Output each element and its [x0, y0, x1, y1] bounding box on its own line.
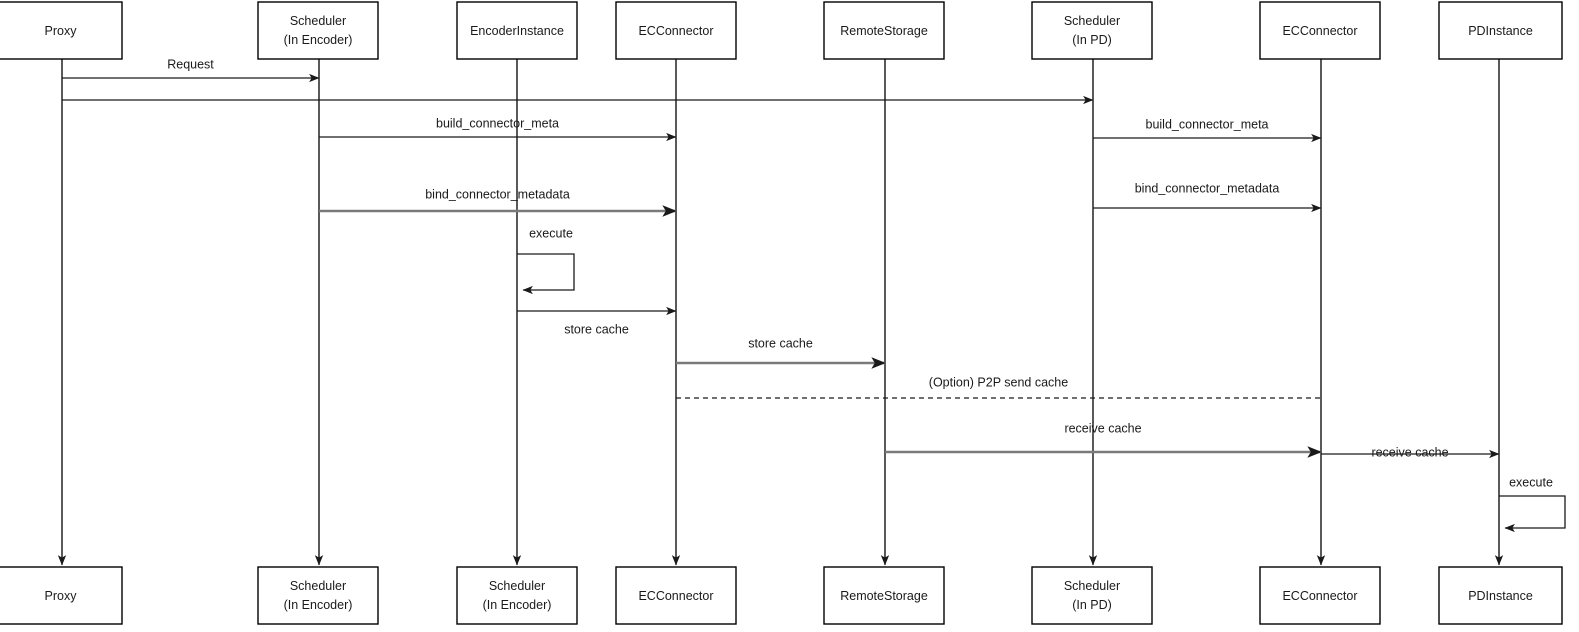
participant-label-remote_store-top: RemoteStorage	[840, 24, 928, 38]
message-label-m9: (Option) P2P send cache	[929, 375, 1068, 389]
participant-label-ec_conn_pd-top: ECConnector	[1282, 24, 1357, 38]
participant-sublabel-sched_enc-top: (In Encoder)	[284, 33, 353, 47]
message-label-m4: build_connector_meta	[1146, 117, 1269, 131]
message-m11[interactable]: receive cache	[1321, 445, 1500, 459]
self-message-s2[interactable]: execute	[1499, 475, 1566, 533]
participant-sublabel-sched_pd-top: (In PD)	[1072, 33, 1112, 47]
participant-box-proxy-bottom[interactable]: Proxy	[0, 566, 123, 625]
participant-box-sched_pd-bottom[interactable]: Scheduler (In PD)	[1031, 566, 1153, 625]
participant-box-encoder_inst-bottom[interactable]: Scheduler (In Encoder)	[456, 566, 578, 625]
participant-label-remote_store-bottom: RemoteStorage	[840, 589, 928, 603]
participant-box-ec_conn_pd-top[interactable]: ECConnector	[1259, 1, 1381, 60]
participant-sublabel-sched_enc-bottom: (In Encoder)	[284, 598, 353, 612]
message-label-m7: store cache	[564, 322, 629, 336]
message-label-m1: Request	[167, 57, 214, 71]
self-message-s1[interactable]: execute	[517, 226, 575, 295]
message-m10[interactable]: receive cache	[885, 421, 1322, 458]
participant-box-pd_inst-bottom[interactable]: PDInstance	[1438, 566, 1563, 625]
participant-box-ec_conn_enc-top[interactable]: ECConnector	[615, 1, 737, 60]
message-label-m10: receive cache	[1064, 421, 1141, 435]
participant-label-sched_pd-top: Scheduler	[1064, 14, 1120, 28]
participant-box-ec_conn_pd-bottom[interactable]: ECConnector	[1259, 566, 1381, 625]
participant-label-sched_enc-bottom: Scheduler	[290, 579, 346, 593]
message-label-m3: build_connector_meta	[436, 116, 559, 130]
lifelines-layer	[57, 59, 1504, 566]
participant-label-sched_enc-top: Scheduler	[290, 14, 346, 28]
self-message-path-s2	[1499, 495, 1566, 533]
message-m5[interactable]: bind_connector_metadata	[319, 187, 677, 217]
participant-label-ec_conn_enc-top: ECConnector	[638, 24, 713, 38]
participant-box-sched_enc-top[interactable]: Scheduler (In Encoder)	[257, 1, 379, 60]
participant-sublabel-encoder_inst-bottom: (In Encoder)	[483, 598, 552, 612]
participant-label-encoder_inst-top: EncoderInstance	[470, 24, 564, 38]
participant-box-remote_store-top[interactable]: RemoteStorage	[823, 1, 945, 60]
message-m3[interactable]: build_connector_meta	[319, 116, 677, 142]
message-m9[interactable]: (Option) P2P send cache	[676, 375, 1321, 399]
message-label-m11: receive cache	[1371, 445, 1448, 459]
participant-box-remote_store-bottom[interactable]: RemoteStorage	[823, 566, 945, 625]
participant-box-encoder_inst-top[interactable]: EncoderInstance	[456, 1, 578, 60]
participant-box-proxy-top[interactable]: Proxy	[0, 1, 123, 60]
participant-box-pd_inst-top[interactable]: PDInstance	[1438, 1, 1563, 60]
participant-label-proxy-bottom: Proxy	[45, 589, 78, 603]
message-m6[interactable]: bind_connector_metadata	[1093, 181, 1322, 213]
message-m4[interactable]: build_connector_meta	[1093, 117, 1322, 143]
self-message-label-s2: execute	[1509, 475, 1553, 489]
participant-label-pd_inst-top: PDInstance	[1468, 24, 1533, 38]
message-label-m8: store cache	[748, 336, 813, 350]
participant-label-ec_conn_pd-bottom: ECConnector	[1282, 589, 1357, 603]
participant-label-proxy-top: Proxy	[45, 24, 78, 38]
message-m8[interactable]: store cache	[676, 336, 886, 369]
message-label-m5: bind_connector_metadata	[425, 187, 570, 201]
participant-label-pd_inst-bottom: PDInstance	[1468, 589, 1533, 603]
participant-box-sched_pd-top[interactable]: Scheduler (In PD)	[1031, 1, 1153, 60]
participant-box-ec_conn_enc-bottom[interactable]: ECConnector	[615, 566, 737, 625]
message-label-m6: bind_connector_metadata	[1135, 181, 1280, 195]
self-messages-layer: execute execute	[517, 226, 1566, 533]
participant-box-sched_enc-bottom[interactable]: Scheduler (In Encoder)	[257, 566, 379, 625]
messages-layer: Request build_connector_meta build_connect…	[62, 57, 1500, 459]
participant-label-sched_pd-bottom: Scheduler	[1064, 579, 1120, 593]
participant-label-ec_conn_enc-bottom: ECConnector	[638, 589, 713, 603]
self-message-label-s1: execute	[529, 226, 573, 240]
self-message-path-s1	[517, 253, 575, 295]
participant-label-encoder_inst-bottom: Scheduler	[489, 579, 545, 593]
participant-sublabel-sched_pd-bottom: (In PD)	[1072, 598, 1112, 612]
message-m7[interactable]: store cache	[517, 306, 677, 336]
message-m1[interactable]: Request	[62, 57, 320, 83]
